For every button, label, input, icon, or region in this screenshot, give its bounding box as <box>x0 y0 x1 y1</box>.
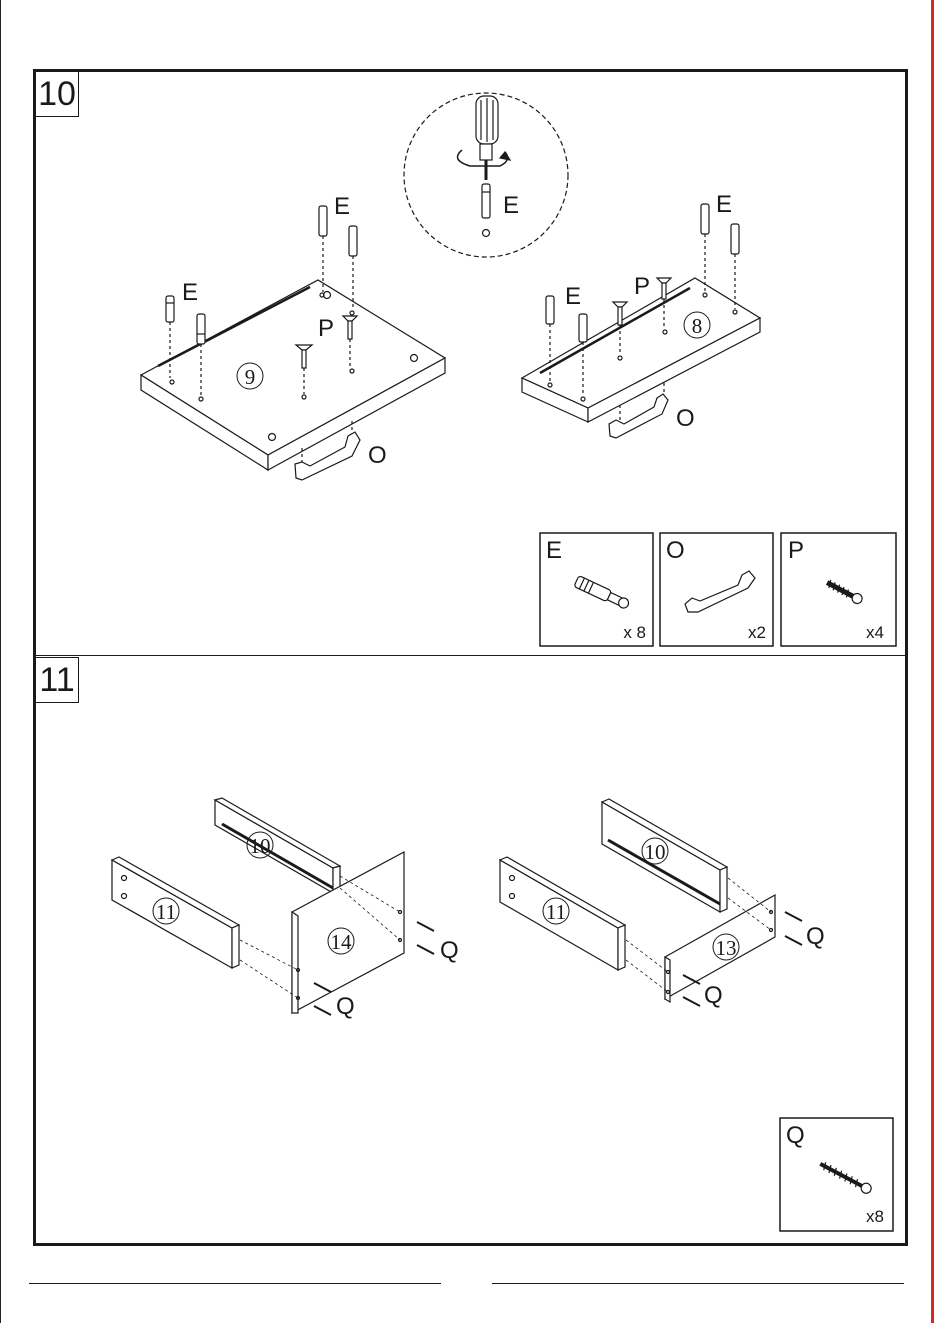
part-letter-E: E <box>546 537 562 564</box>
label-P: P <box>634 273 650 300</box>
label-E: E <box>503 192 519 219</box>
label-P: P <box>318 315 334 342</box>
part-qty-Q: x8 <box>866 1207 884 1226</box>
step-11-illustration: 10 11 14 Q Q <box>112 798 893 1231</box>
label-Q: Q <box>440 937 459 964</box>
panel-11-label: 11 <box>156 900 176 924</box>
panel-10-label: 10 <box>250 834 271 858</box>
label-Q: Q <box>806 923 825 950</box>
step-10-illustration: 9 E E P <box>141 93 896 646</box>
right-drawer-assembly: 10 11 13 <box>500 799 775 1002</box>
label-O: O <box>368 442 387 469</box>
part-letter-O: O <box>666 537 685 564</box>
part-qty-O: x2 <box>748 623 766 642</box>
part-letter-P: P <box>788 537 804 564</box>
panel-14-label: 14 <box>331 930 353 954</box>
label-E: E <box>334 193 350 220</box>
part-qty-P: x4 <box>866 623 884 642</box>
panel-9-label: 9 <box>245 365 256 389</box>
label-E: E <box>716 191 732 218</box>
left-drawer-assembly: 10 11 14 <box>112 798 404 1013</box>
panel-11-label: 11 <box>546 900 566 924</box>
label-E: E <box>182 279 198 306</box>
label-Q: Q <box>336 993 355 1020</box>
part-letter-Q: Q <box>786 1122 805 1149</box>
footer-rule-left <box>29 1283 441 1284</box>
part-qty-E: x 8 <box>623 623 646 642</box>
footer-rule-right <box>492 1283 904 1284</box>
panel-9-board: 9 <box>141 280 445 470</box>
label-Q: Q <box>704 982 723 1009</box>
screwdriver-detail <box>404 93 568 257</box>
panel-13-label: 13 <box>716 936 737 960</box>
label-E: E <box>565 283 581 310</box>
panel-8-label: 8 <box>692 314 703 338</box>
panel-10-label: 10 <box>645 840 666 864</box>
label-O: O <box>676 405 695 432</box>
